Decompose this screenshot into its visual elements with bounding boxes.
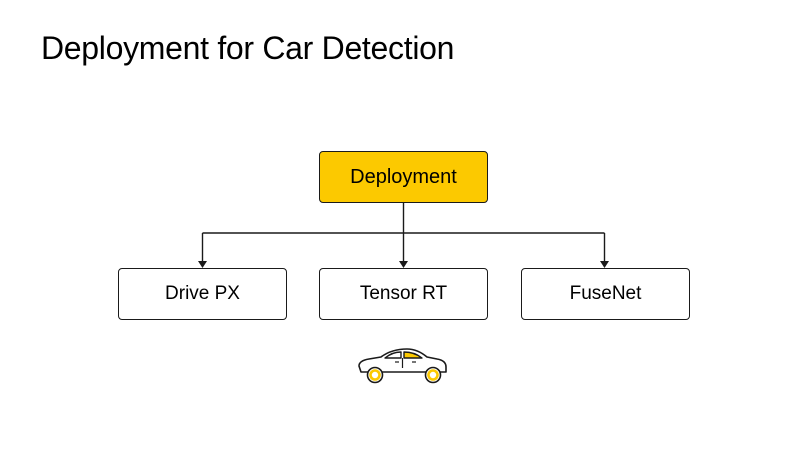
fusenet-node-label: FuseNet (569, 283, 642, 304)
tensor-rt-node: Tensor RT (319, 268, 488, 320)
arrowhead-right (600, 261, 609, 268)
tensor-rt-node-label: Tensor RT (359, 283, 448, 304)
deployment-node-label: Deployment (350, 165, 457, 188)
deployment-node: Deployment (319, 151, 488, 203)
car-window-accent (403, 351, 423, 359)
slide-title: Deployment for Car Detection (41, 30, 455, 66)
fusenet-node: FuseNet (521, 268, 690, 320)
car-icon (358, 348, 447, 384)
arrowhead-center (399, 261, 408, 268)
drive-px-node-label: Drive PX (165, 283, 240, 304)
drive-px-node: Drive PX (118, 268, 287, 320)
arrowhead-left (198, 261, 207, 268)
